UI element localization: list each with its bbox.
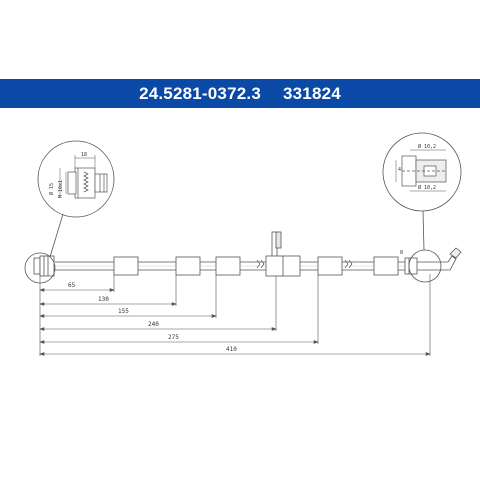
right-small-dim: 8 <box>400 250 403 256</box>
dimension-lines <box>39 274 431 356</box>
right-detail-dims <box>395 149 446 192</box>
title-banner: 24.5281-0372.3 331824 <box>0 79 480 108</box>
right-detail-fitting <box>401 155 447 187</box>
right-end-fitting <box>404 247 462 275</box>
mounting-bracket <box>265 231 301 277</box>
left-detail-callout <box>24 140 115 284</box>
sleeve <box>215 256 241 276</box>
left-detail-top-dim: 18 <box>81 152 87 158</box>
left-detail-side-dim-1: Ø 15 <box>48 183 55 195</box>
right-detail-side-label: 4 <box>398 167 401 173</box>
article-code: 331824 <box>282 83 341 103</box>
dim-410: 410 <box>226 346 237 353</box>
dim-240: 240 <box>148 321 159 328</box>
right-detail-top-dim: Ø 10,2 <box>418 143 436 150</box>
left-detail-side-dim-2: M 10x1 <box>58 180 64 198</box>
dim-130: 130 <box>98 296 109 303</box>
right-detail-callout <box>382 132 462 283</box>
part-number: 24.5281-0372.3 <box>139 83 261 103</box>
left-detail-dims <box>59 155 96 198</box>
right-detail-bottom-dim: Ø 10,2 <box>418 184 436 191</box>
sleeve <box>373 256 399 276</box>
break-marks <box>256 259 353 269</box>
dim-275: 275 <box>168 334 179 341</box>
sleeve <box>317 256 343 276</box>
left-detail-fitting <box>67 167 108 199</box>
dim-65: 65 <box>68 282 76 289</box>
sleeve <box>113 256 139 276</box>
hose-sleeves <box>113 256 399 276</box>
left-end-fitting <box>33 255 55 277</box>
dim-155: 155 <box>118 308 129 315</box>
sleeve <box>175 256 201 276</box>
